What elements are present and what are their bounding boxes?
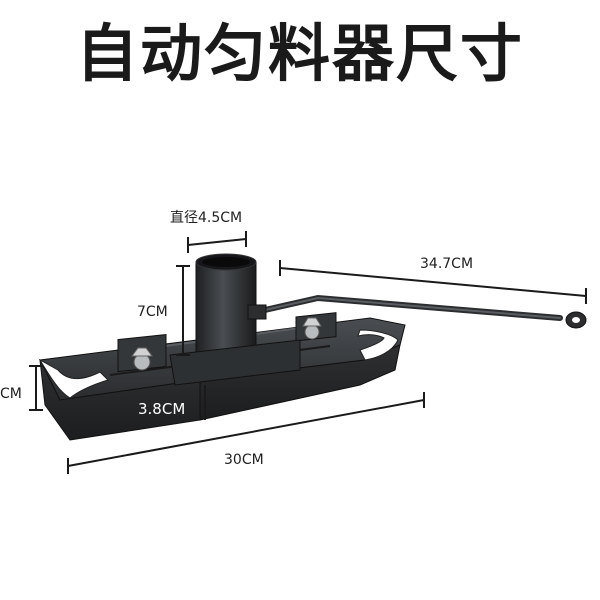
wing-nut-left (117, 334, 167, 373)
dimension-lines (29, 231, 587, 474)
base-length-label: 30CM (224, 452, 264, 468)
diameter-label: 直径4.5CM (170, 209, 242, 226)
handle-length-label: 34.7CM (420, 256, 473, 272)
pipe-height-label: 7CM (137, 304, 168, 320)
base-front-height-label: 3.8CM (138, 400, 185, 418)
base-height-left-label: CM (0, 386, 22, 402)
handle-rod (247, 294, 587, 329)
wing-nut-right (295, 312, 337, 342)
feed-pipe (169, 253, 301, 386)
page-title: 自动匀料器尺寸 (75, 17, 524, 90)
